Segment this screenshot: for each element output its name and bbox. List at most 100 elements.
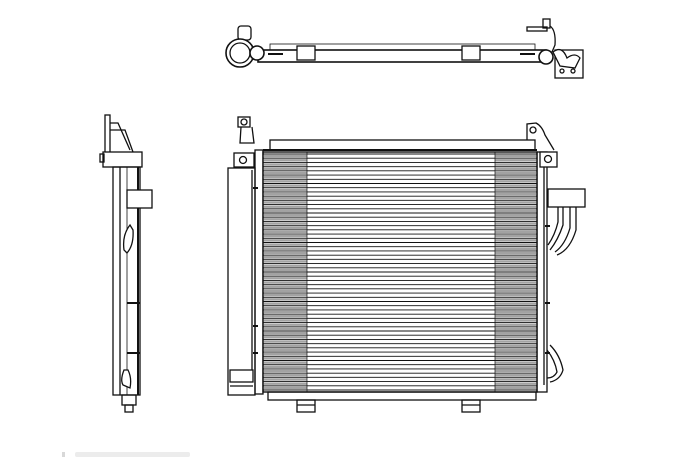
fin-band [495, 197, 536, 200]
fin-band [495, 298, 536, 301]
fin-band [264, 369, 307, 373]
fin-band [264, 243, 307, 246]
fin-band [495, 251, 536, 255]
front-view [227, 116, 586, 413]
fin-band [495, 281, 536, 284]
fin-band [495, 226, 536, 229]
fin-band [495, 260, 536, 263]
fin-band [495, 310, 536, 314]
fin-band [495, 323, 536, 326]
fin-band [495, 336, 536, 339]
fin-band [264, 209, 307, 213]
fin-band [495, 192, 536, 196]
fin-band [264, 163, 307, 166]
fin-band [495, 256, 536, 259]
fin-band [264, 365, 307, 369]
fin-band [495, 348, 536, 352]
fin-band [264, 264, 307, 267]
fin-band [264, 230, 307, 234]
fin-band [495, 243, 536, 246]
fin-band [495, 234, 536, 238]
fin-band [264, 285, 307, 288]
fin-band [264, 357, 307, 360]
fin-band [495, 175, 536, 179]
fin-band [264, 306, 307, 310]
fin-band [495, 315, 536, 318]
fin-band [264, 386, 307, 390]
fin-band [495, 247, 536, 251]
fin-band [495, 171, 536, 175]
fin-band [495, 154, 536, 158]
fin-band [495, 205, 536, 208]
fin-band [495, 184, 536, 187]
fin-band [264, 331, 307, 335]
fin-band [495, 230, 536, 234]
fin-band [264, 239, 307, 242]
fin-band [264, 327, 307, 331]
fin-band [495, 374, 536, 377]
fin-band [495, 272, 536, 276]
fin-band [264, 323, 307, 326]
fin-band [264, 336, 307, 339]
fin-band [264, 167, 307, 170]
fin-band [264, 260, 307, 263]
side-view [99, 114, 153, 413]
fin-band [264, 256, 307, 259]
fin-band [264, 272, 307, 276]
condenser-tubes [263, 152, 537, 392]
fin-band [495, 352, 536, 356]
fin-band [495, 218, 536, 221]
fin-band [495, 289, 536, 293]
fin-band [495, 239, 536, 242]
fin-band [264, 192, 307, 196]
fin-band [495, 319, 536, 322]
fin-band [495, 361, 536, 364]
fin-band [264, 298, 307, 301]
fin-band [264, 302, 307, 305]
fin-band [264, 352, 307, 356]
fin-band [495, 331, 536, 335]
fin-band [495, 285, 536, 288]
fin-band [495, 209, 536, 213]
fin-band [264, 281, 307, 284]
fin-band [264, 319, 307, 322]
fin-band [264, 277, 307, 280]
fin-band [264, 378, 307, 381]
fin-band [264, 184, 307, 187]
fin-band [264, 251, 307, 255]
fin-band [495, 222, 536, 225]
fin-band [495, 327, 536, 331]
fin-band [264, 268, 307, 272]
fin-band [495, 180, 536, 183]
fin-band [264, 361, 307, 364]
fin-band [495, 167, 536, 170]
fin-band [495, 369, 536, 373]
fin-band [264, 188, 307, 192]
fin-band [264, 180, 307, 183]
fin-band [495, 163, 536, 166]
fin-band [264, 222, 307, 225]
fin-band [264, 310, 307, 314]
fin-band [264, 159, 307, 162]
fin-band [264, 289, 307, 293]
fin-band [495, 344, 536, 347]
fin-band [264, 344, 307, 347]
horizontal-scrollbar[interactable] [75, 452, 190, 457]
fin-band [264, 340, 307, 343]
scroll-marker [62, 452, 65, 457]
fin-band [495, 365, 536, 369]
fin-band [495, 302, 536, 305]
fin-band [495, 293, 536, 297]
fin-band [264, 374, 307, 377]
fin-band [495, 159, 536, 162]
fin-band [495, 264, 536, 267]
fin-band [495, 386, 536, 390]
fin-band [495, 357, 536, 360]
fin-band [264, 218, 307, 221]
fin-band [264, 247, 307, 251]
fin-band [495, 268, 536, 272]
fin-band [264, 234, 307, 238]
fin-band [495, 188, 536, 192]
fin-band [264, 382, 307, 385]
